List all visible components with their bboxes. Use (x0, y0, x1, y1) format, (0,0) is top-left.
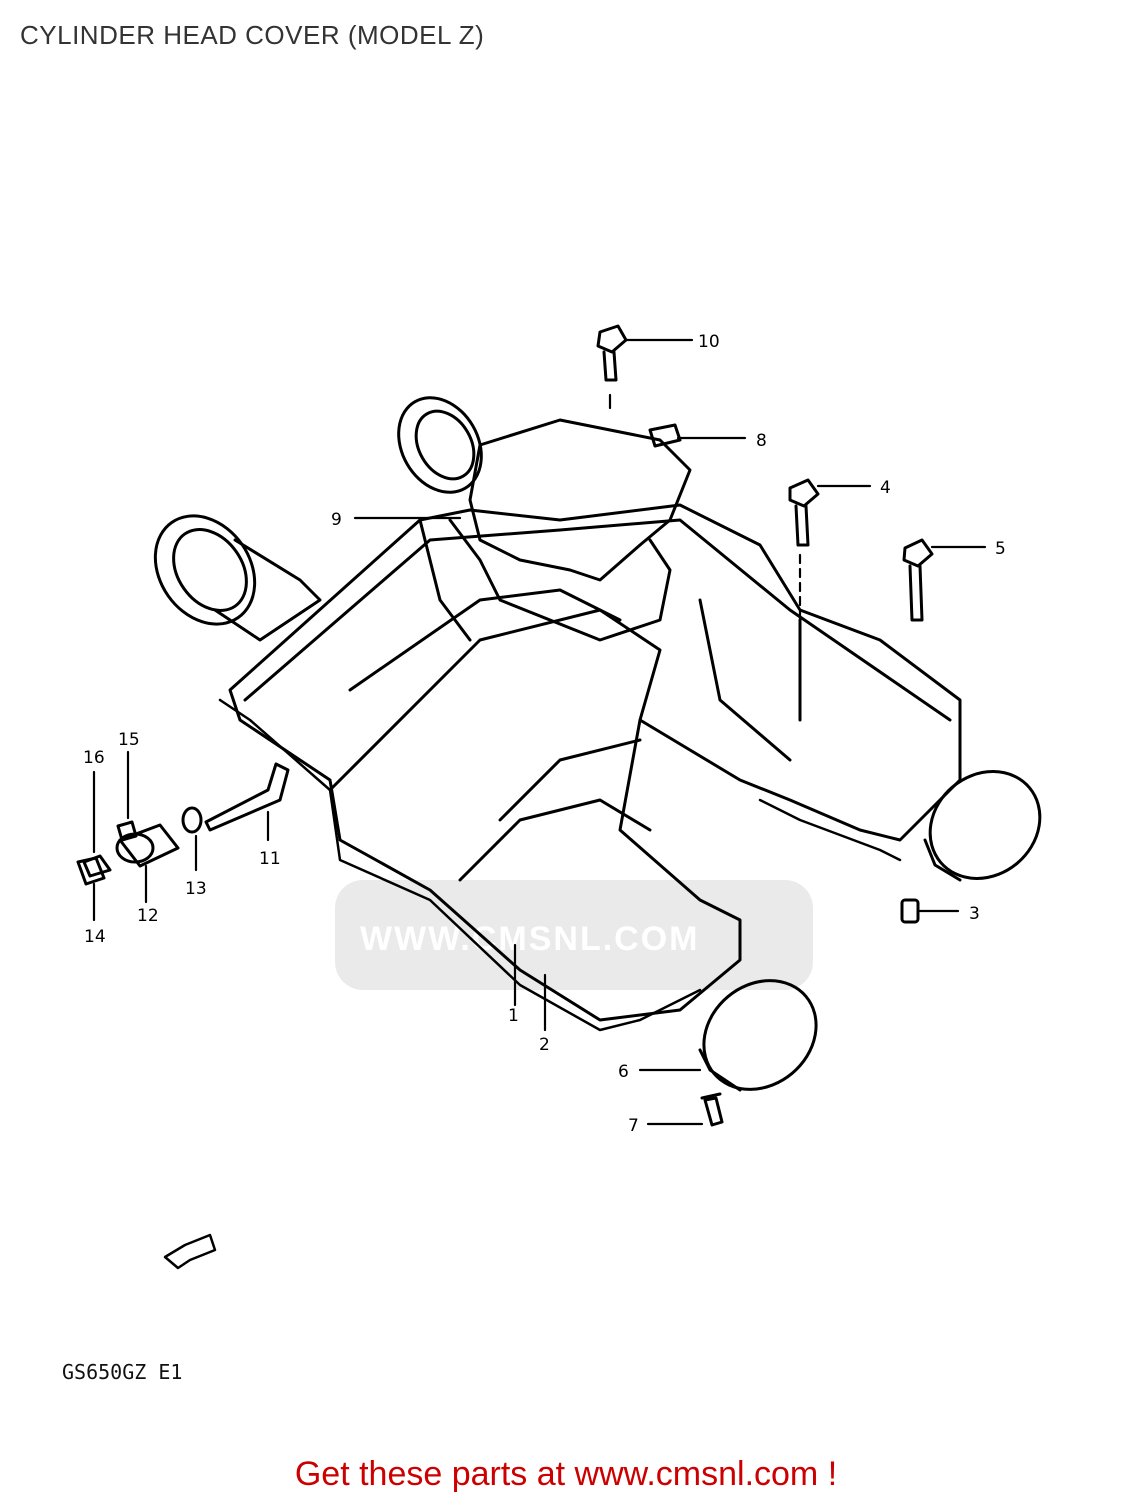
callout-12: 12 (137, 906, 159, 926)
clamp-15 (116, 820, 138, 842)
front-arrow-icon (163, 1233, 217, 1270)
housing-12 (115, 823, 180, 868)
bolt-10 (596, 324, 628, 382)
callout-9: 9 (331, 510, 342, 530)
callout-6: 6 (618, 1062, 629, 1082)
left-end-cap (153, 514, 322, 642)
fitting-8 (648, 423, 682, 448)
callout-3: 3 (969, 904, 980, 924)
callout-7: 7 (628, 1116, 639, 1136)
callout-16: 16 (83, 748, 105, 768)
callout-13: 13 (185, 879, 207, 899)
callout-1: 1 (508, 1006, 519, 1026)
callout-11: 11 (259, 849, 281, 869)
gasket (218, 698, 902, 1032)
cylinder-head-cover (228, 503, 962, 1022)
screw-14 (76, 856, 106, 886)
dowel-3 (900, 898, 920, 924)
callout-8: 8 (756, 431, 767, 451)
callout-15: 15 (118, 730, 140, 750)
tachometer-gear (204, 762, 290, 832)
bolt-5 (902, 538, 934, 622)
page-title: CYLINDER HEAD COVER (MODEL Z) (20, 20, 485, 50)
breather-cover (448, 418, 692, 642)
callout-4: 4 (880, 478, 891, 498)
footer-link[interactable]: Get these parts at www.cmsnl.com ! (294, 1455, 838, 1493)
upper-end-cap (397, 396, 483, 494)
callout-2: 2 (539, 1035, 550, 1055)
oil-seal-13 (181, 806, 203, 834)
callout-14: 14 (84, 927, 106, 947)
end-cap-6 (698, 979, 818, 1092)
watermark-text: WWW.CMSNL.COM (360, 920, 700, 958)
callout-5: 5 (995, 539, 1006, 559)
watermark-logo (335, 880, 813, 990)
leader-lines (92, 338, 987, 1126)
bolt-7 (700, 1092, 724, 1127)
bolt-4 (788, 478, 820, 547)
right-end-cap (923, 770, 1042, 882)
model-code: GS650GZ E1 (62, 1360, 183, 1384)
callout-10: 10 (698, 332, 720, 352)
